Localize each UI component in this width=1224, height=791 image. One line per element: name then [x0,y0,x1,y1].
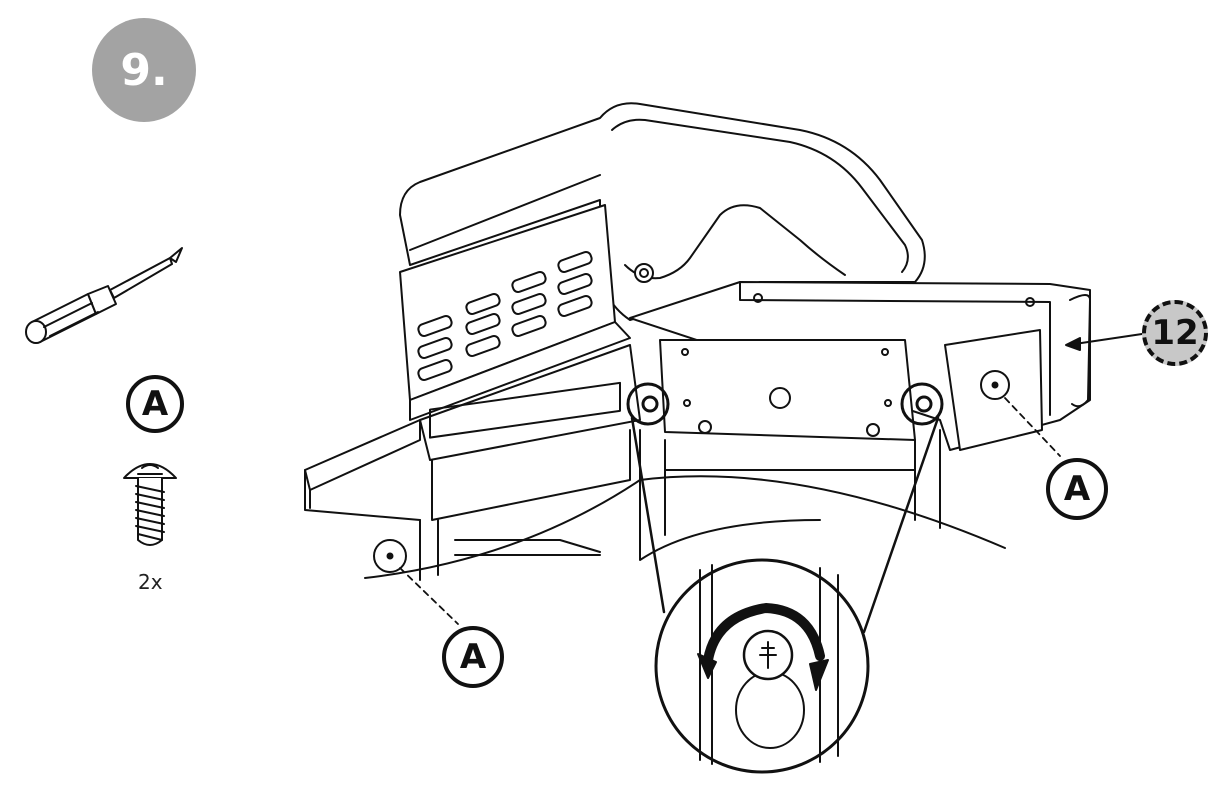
vent-slots [417,250,593,382]
callout-leaders [399,397,1061,625]
step-number-badge: 9. [92,18,196,122]
left-side-table [304,344,641,521]
hardware-quantity: 2x [138,570,163,594]
hardware-a-label: A [126,375,184,433]
bolt-highlights [626,382,944,426]
screwdriver-icon [25,247,183,344]
part-12-arrow [1065,333,1143,351]
zoom-detail [654,558,870,774]
zoom-lines [630,416,940,634]
firebox-side-panel [399,204,631,421]
cart-frame [364,429,1006,581]
callout-a-left: A [442,626,504,688]
right-side-shelf [629,281,1091,451]
part-number-badge: 12 [1142,300,1208,366]
screw-icon [123,463,177,546]
callout-a-right: A [1046,458,1108,520]
